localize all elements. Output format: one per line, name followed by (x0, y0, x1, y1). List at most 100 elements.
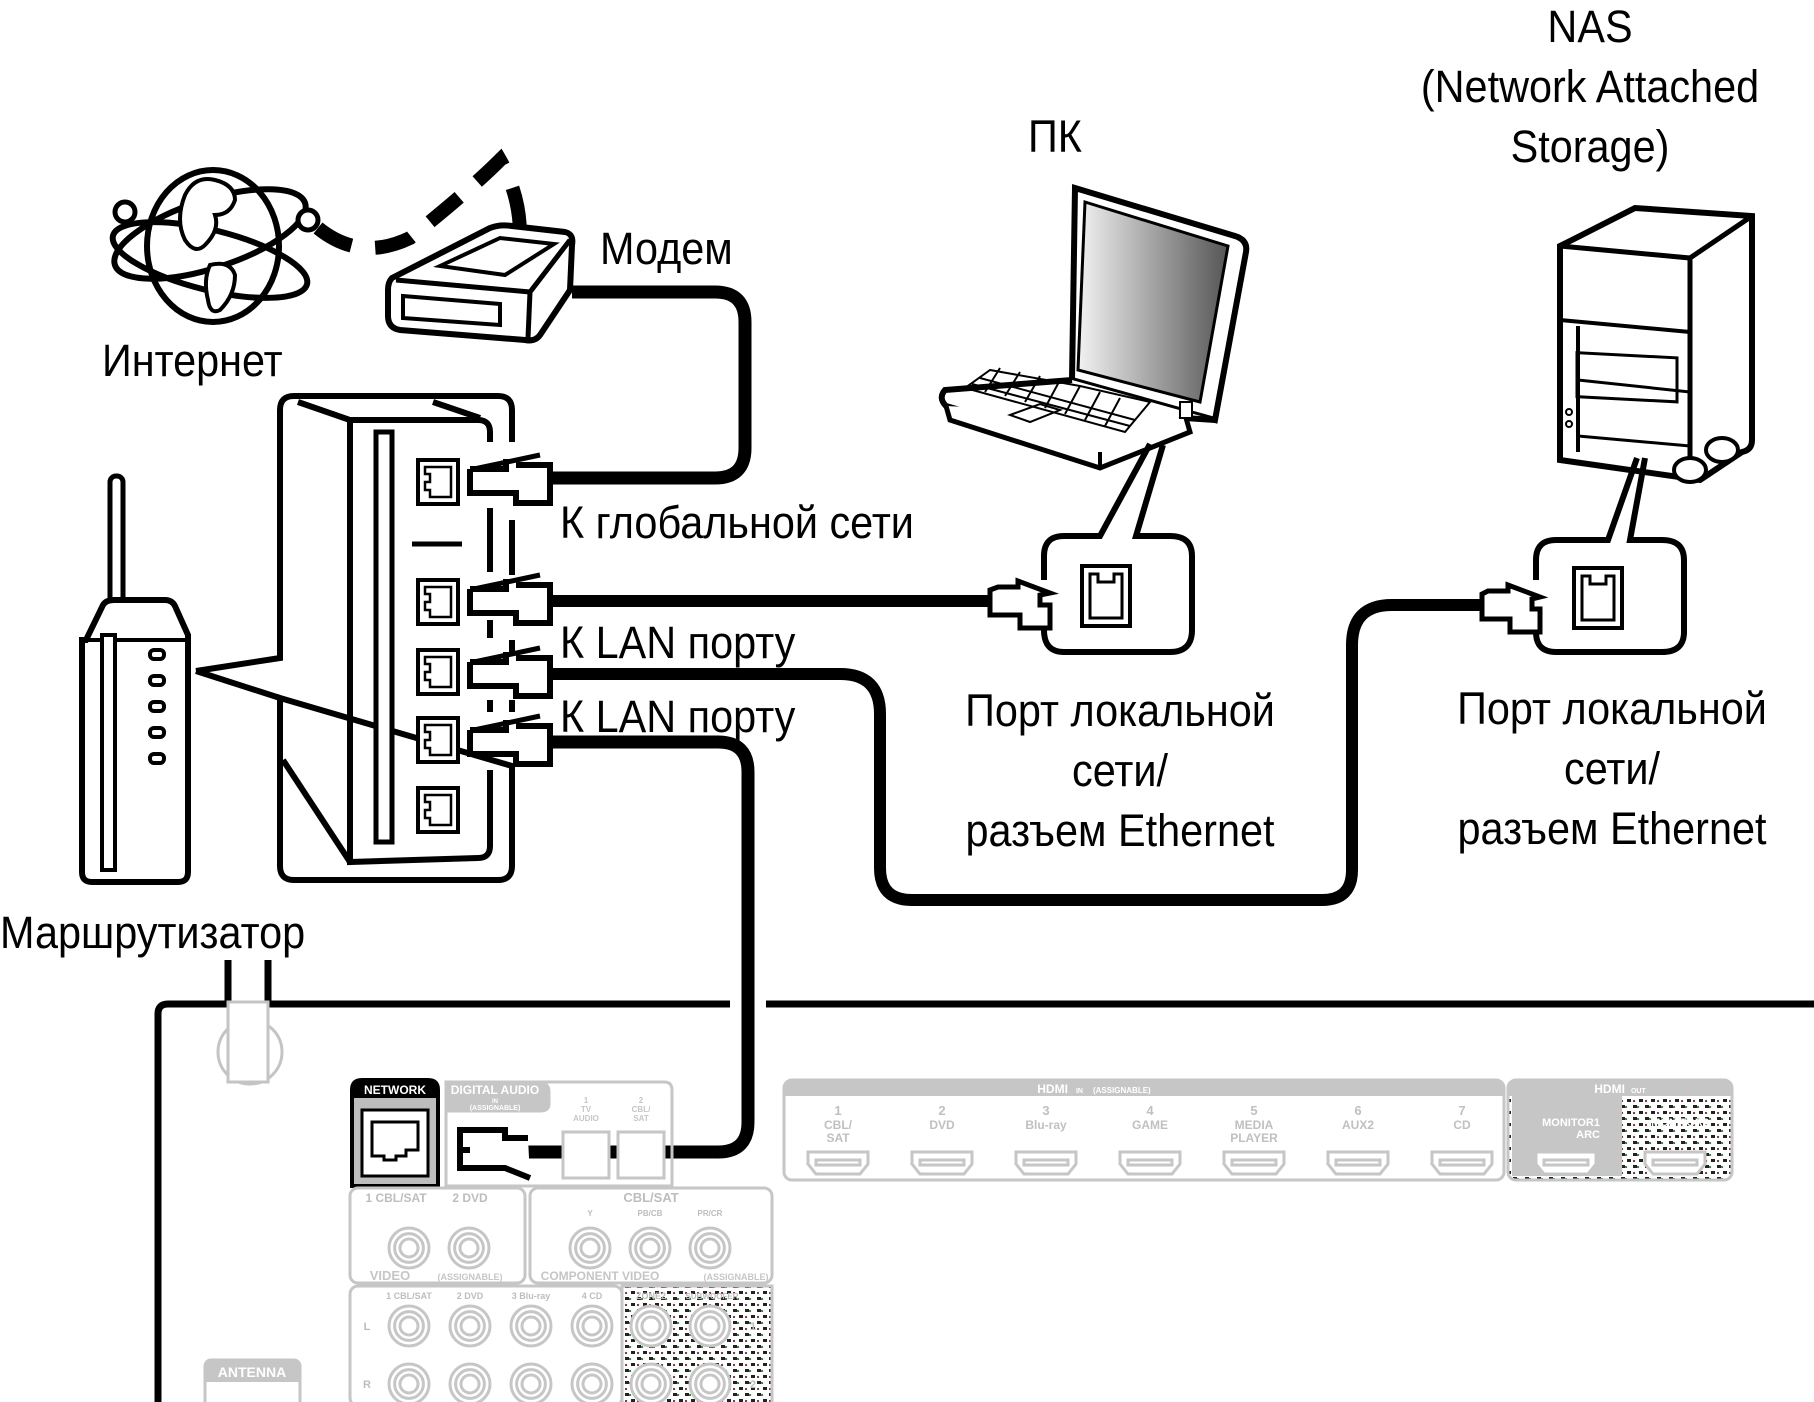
lan-plug-pc-icon (470, 575, 550, 623)
nas-port-label-line2: сети/ (1564, 743, 1660, 794)
audio-channel-r: R (363, 1379, 371, 1391)
hdmi-input-name: CBL/ (824, 1118, 853, 1132)
hdmi-input-name: CD (1453, 1118, 1471, 1132)
pc-port-label-line2: сети/ (1072, 745, 1168, 796)
subwoofer-jack-1[interactable] (688, 1304, 732, 1348)
receiver-network-plug-icon (457, 1127, 532, 1181)
hdmi-output-port[interactable] (1534, 1150, 1598, 1176)
pc-port-label-line3: разъем Ethernet (965, 805, 1275, 856)
optical-input-name: AUDIO (573, 1114, 599, 1123)
hdmi-output-name: ARC (1576, 1129, 1600, 1141)
subwoofer-jack-2[interactable] (688, 1362, 732, 1402)
optical-input-name: SAT (633, 1114, 649, 1123)
network-label: NETWORK (364, 1083, 426, 1097)
antenna-label: ANTENNA (218, 1364, 286, 1380)
hdmi-input-name: PLAYER (1230, 1131, 1278, 1145)
modem-icon (385, 222, 576, 344)
lan-plug-receiver-icon (470, 716, 550, 764)
subwoofer-label: SUBWOOFER (686, 1292, 739, 1301)
pc-laptop-icon (938, 183, 1250, 471)
hdmi-input-port[interactable] (1118, 1150, 1182, 1176)
video-title: VIDEO (370, 1268, 410, 1283)
nas-cable (548, 599, 1488, 906)
internet-globe-icon (109, 167, 321, 325)
optical-input-num: 1 (584, 1096, 589, 1105)
video-input-label: 1 CBL/SAT (365, 1191, 427, 1205)
audio-input-jack-l[interactable] (570, 1304, 614, 1348)
audio-input-jack-l[interactable] (448, 1304, 492, 1348)
hdmi-input-num: 7 (1458, 1103, 1465, 1118)
router-lan-port-1-icon (416, 578, 460, 626)
hdmi-input-name: GAME (1132, 1118, 1168, 1132)
hdmi-output-name: MONITOR2 (1651, 1117, 1709, 1129)
digital-audio-in-badge: IN (492, 1099, 498, 1105)
zone2-label: ZONE2 (636, 1291, 666, 1301)
hdmi-input-num: 1 (834, 1103, 841, 1118)
av-receiver-rear-panel (154, 960, 1814, 1402)
optical-input-num: 2 (639, 1096, 644, 1105)
internet-link-dashed (313, 148, 527, 255)
to-lan-label-2: К LAN порту (560, 691, 796, 742)
digital-audio-assignable: (ASSIGNABLE) (470, 1105, 521, 1112)
component-title: COMPONENT VIDEO (541, 1269, 660, 1283)
nas-label-line1: NAS (1547, 1, 1633, 52)
zone2-jack-r[interactable] (629, 1362, 673, 1402)
rca-jacks (387, 1226, 732, 1402)
audio-input-jack-l[interactable] (509, 1304, 553, 1348)
hdmi-output-port[interactable] (1643, 1150, 1707, 1176)
internet-label: Интернет (102, 335, 283, 386)
optical-input-name: CBL/ (632, 1105, 651, 1114)
audio-input-jack-r[interactable] (570, 1362, 614, 1402)
hdmi-input-num: 5 (1250, 1103, 1257, 1118)
video-input-jack[interactable] (447, 1226, 491, 1270)
antenna-block (203, 1358, 302, 1402)
component-jack[interactable] (628, 1226, 672, 1270)
video-input-label: 2 DVD (452, 1191, 488, 1205)
audio-input-jack-r[interactable] (387, 1362, 431, 1402)
digital-audio-block (444, 1080, 674, 1188)
nas-label-line3: Storage) (1510, 121, 1670, 172)
component-title-top: CBL/SAT (623, 1190, 678, 1205)
component-channel-label: PR/CR (698, 1209, 723, 1218)
subwoofer-num: 1 (750, 1321, 756, 1333)
audio-input-jack-l[interactable] (387, 1304, 431, 1348)
nas-label-line2: (Network Attached (1420, 61, 1760, 112)
wan-plug-icon (470, 455, 550, 503)
video-assignable: (ASSIGNABLE) (438, 1272, 503, 1282)
audio-input-jack-r[interactable] (509, 1362, 553, 1402)
audio-input-label: 1 CBL/SAT (386, 1291, 432, 1301)
nas-port-callout (1479, 456, 1687, 655)
audio-input-label: 3 Blu-ray (512, 1291, 551, 1301)
router-ports-callout (195, 393, 515, 883)
hdmi-input-port[interactable] (1326, 1150, 1390, 1176)
component-assignable: (ASSIGNABLE) (704, 1272, 769, 1282)
audio-input-label: 4 CD (582, 1291, 603, 1301)
zone2-jack-l[interactable] (629, 1304, 673, 1348)
wan-cable (545, 285, 752, 485)
audio-input-jack-r[interactable] (448, 1362, 492, 1402)
router-wan-port-icon (416, 458, 460, 506)
hdmi-input-port[interactable] (1222, 1150, 1286, 1176)
hdmi-input-num: 2 (938, 1103, 945, 1118)
receiver-network-port[interactable] (350, 1078, 440, 1188)
hdmi-input-port[interactable] (806, 1150, 870, 1176)
nas-port-label-line3: разъем Ethernet (1457, 803, 1767, 854)
audio-channel-l: L (364, 1321, 371, 1333)
hdmi-input-num: 6 (1354, 1103, 1361, 1118)
router-lan-port-2-icon (416, 648, 460, 696)
pc-label: ПК (1028, 111, 1082, 162)
component-jack[interactable] (568, 1226, 612, 1270)
component-jack[interactable] (688, 1226, 732, 1270)
component-channel-label: Y (587, 1209, 593, 1218)
pc-port-callout (987, 442, 1195, 655)
hdmi-input-port[interactable] (910, 1150, 974, 1176)
receiver-cable (528, 735, 755, 1159)
component-channel-label: PB/CB (638, 1209, 663, 1218)
hdmi-input-port[interactable] (1014, 1150, 1078, 1176)
video-input-jack[interactable] (387, 1226, 431, 1270)
hdmi-input-port[interactable] (1430, 1150, 1494, 1176)
to-wan-label: К глобальной сети (560, 497, 914, 548)
audio-input-label: 2 DVD (457, 1291, 484, 1301)
